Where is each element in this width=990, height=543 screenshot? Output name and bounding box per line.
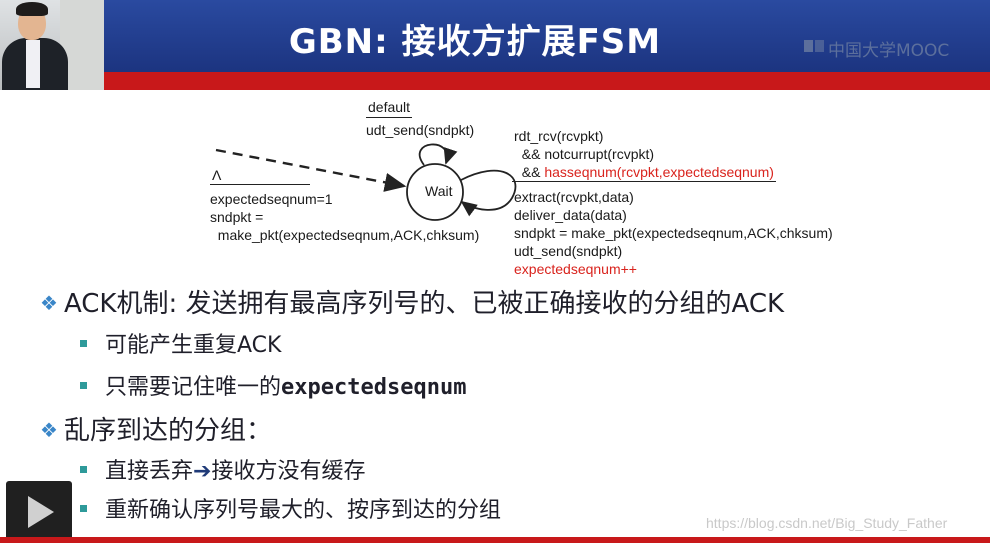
initial-action-1: expectedseqnum=1 (210, 191, 333, 207)
mooc-brand-text: 中国大学MOOC (828, 41, 950, 61)
default-self-loop (418, 143, 458, 166)
right-action-4: udt_send(sndpkt) (514, 243, 623, 259)
bullet-discard: 直接丢弃➔接收方没有缓存 (80, 453, 365, 485)
default-divider (366, 117, 412, 118)
diamond-bullet-icon: ❖ (40, 418, 58, 442)
default-action-label: udt_send(sndpkt) (366, 122, 475, 138)
right-event-red: hasseqnum(rcvpkt,expectedseqnum) (544, 164, 774, 180)
initial-event-label: Λ (212, 167, 222, 183)
expectedseqnum-code: expectedseqnum (281, 375, 467, 400)
right-event-3: && hasseqnum(rcvpkt,expectedseqnum) (514, 164, 774, 180)
mooc-logo-icon (804, 40, 824, 52)
initial-action-3: make_pkt(expectedseqnum,ACK,chksum) (210, 227, 480, 243)
right-action-3: sndpkt = make_pkt(expectedseqnum,ACK,chk… (514, 225, 833, 241)
right-event-2: && notcurrupt(rcvpkt) (514, 146, 655, 162)
square-bullet-icon (80, 505, 87, 512)
state-label: Wait (425, 183, 453, 199)
square-bullet-icon (80, 340, 87, 347)
bottom-red-bar (0, 537, 990, 543)
right-arrow-icon: ➔ (193, 459, 212, 484)
lecturer-webcam (0, 0, 104, 90)
right-event-1: rdt_rcv(rcvpkt) (514, 128, 604, 144)
initial-transition-arrow (215, 148, 407, 192)
play-icon (28, 496, 54, 528)
bullet-reack: 重新确认序列号最大的、按序到达的分组 (80, 492, 501, 524)
initial-divider (210, 184, 310, 185)
wait-state-circle (406, 163, 464, 221)
bullet-remember-seqnum: 只需要记住唯一的expectedseqnum (80, 369, 466, 401)
right-action-1: extract(rcvpkt,data) (514, 189, 634, 205)
initial-action-2: sndpkt = (210, 209, 264, 225)
header-red-stripe (0, 72, 990, 90)
bullet-duplicate-ack: 可能产生重复ACK (80, 327, 281, 359)
watermark-url: https://blog.csdn.net/Big_Study_Father (706, 515, 948, 531)
default-event-label: default (368, 99, 411, 115)
receive-self-loop (460, 169, 517, 217)
play-button[interactable] (6, 481, 72, 543)
square-bullet-icon (80, 382, 87, 389)
slide-header (0, 0, 990, 72)
bullet-out-of-order: ❖乱序到达的分组： (40, 416, 272, 446)
diamond-bullet-icon: ❖ (40, 291, 58, 315)
square-bullet-icon (80, 466, 87, 473)
bullet-ack-mechanism: ❖ACK机制: 发送拥有最高序列号的、已被正确接收的分组的ACK (40, 289, 785, 319)
right-divider (512, 181, 776, 182)
slide-title: GBN: 接收方扩展FSM (288, 22, 662, 62)
right-action-2: deliver_data(data) (514, 207, 627, 223)
right-action-red: expectedseqnum++ (514, 261, 637, 277)
